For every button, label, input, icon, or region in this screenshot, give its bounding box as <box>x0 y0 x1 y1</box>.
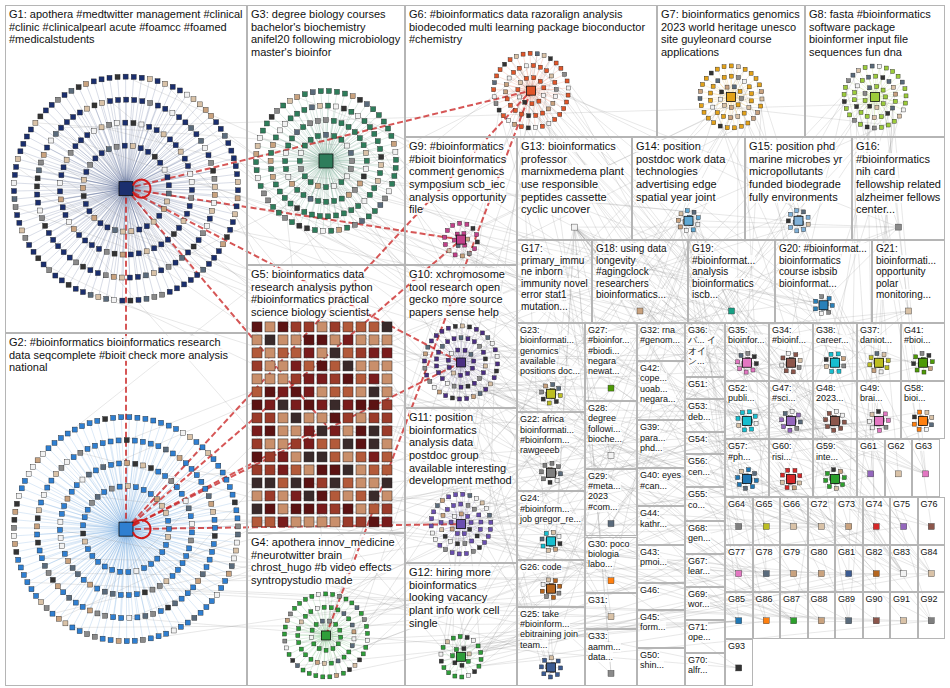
network-canvas: G1: apothera #medtwitter management #cli… <box>0 0 950 688</box>
